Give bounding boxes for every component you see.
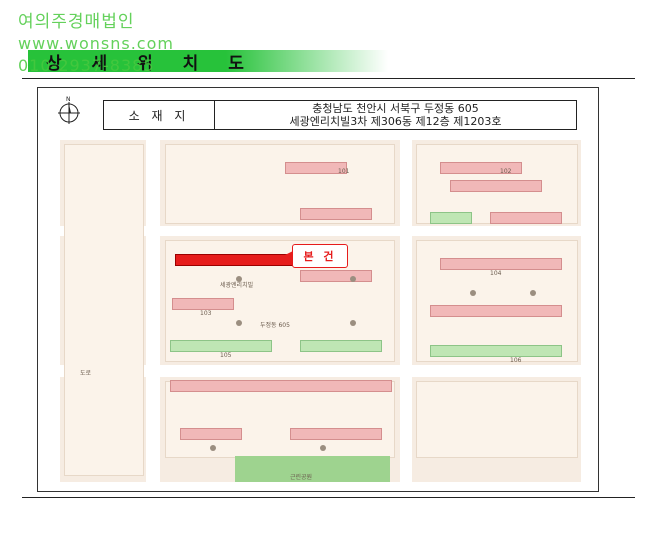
map-marker <box>236 320 242 326</box>
map-label: 104 <box>490 270 502 277</box>
apt-row-green <box>170 340 272 352</box>
map-marker <box>350 320 356 326</box>
subject-callout: 본 건 <box>283 244 348 268</box>
map-label: 두정동 605 <box>260 322 290 329</box>
map-label: 근린공원 <box>290 474 313 481</box>
map-label: 101 <box>338 168 350 175</box>
page-title: 상 세 위 치 도 <box>46 54 256 74</box>
apt-row <box>290 428 382 440</box>
block-south-east <box>416 381 578 458</box>
map-marker <box>350 276 356 282</box>
apt-row-green <box>300 340 382 352</box>
detail-map: 본 건 101 102 103 104 105 106 세광엔리치빌 두정동 6… <box>60 140 581 482</box>
map-label: 102 <box>500 168 512 175</box>
road-vertical-east <box>400 140 412 482</box>
map-marker <box>530 290 536 296</box>
divider-top <box>22 78 635 79</box>
map-label: 103 <box>200 310 212 317</box>
apt-row <box>285 162 347 174</box>
map-label: 도로 <box>80 370 92 377</box>
apt-row <box>440 258 562 270</box>
apt-row-green <box>430 212 472 224</box>
title-bar <box>28 50 388 72</box>
address-line-1: 충청남도 천안시 서북구 두정동 605 <box>312 102 479 115</box>
address-line-2: 세광엔리치빌3차 제306동 제12층 제1203호 <box>289 115 502 128</box>
map-label: 106 <box>510 357 522 364</box>
map-label: 105 <box>220 352 232 359</box>
park-area <box>235 456 390 482</box>
apt-row <box>440 162 522 174</box>
apt-row <box>180 428 242 440</box>
road-horizontal-south <box>60 365 581 377</box>
map-marker <box>210 445 216 451</box>
location-address: 충청남도 천안시 서북구 두정동 605 세광엔리치빌3차 제306동 제12층… <box>215 101 576 129</box>
road-vertical-west <box>146 140 160 482</box>
svg-text:N: N <box>66 96 71 103</box>
block-south <box>165 381 395 458</box>
apt-row <box>450 180 542 192</box>
divider-bottom <box>22 497 635 498</box>
apt-row <box>300 270 372 282</box>
apt-row <box>172 298 234 310</box>
north-compass-icon: N <box>58 96 80 124</box>
map-label: 세광엔리치빌 <box>220 282 254 289</box>
apt-row <box>170 380 392 392</box>
location-table: 소 재 지 충청남도 천안시 서북구 두정동 605 세광엔리치빌3차 제306… <box>103 100 577 130</box>
apt-row <box>490 212 562 224</box>
road-horizontal-north <box>60 226 581 236</box>
apt-row <box>430 305 562 317</box>
map-marker <box>236 276 242 282</box>
map-marker <box>320 445 326 451</box>
location-label: 소 재 지 <box>104 101 215 129</box>
watermark-company: 여의주경매법인 <box>18 12 135 32</box>
apt-row-green <box>430 345 562 357</box>
block-west <box>64 144 144 476</box>
apt-row <box>300 208 372 220</box>
map-marker <box>470 290 476 296</box>
